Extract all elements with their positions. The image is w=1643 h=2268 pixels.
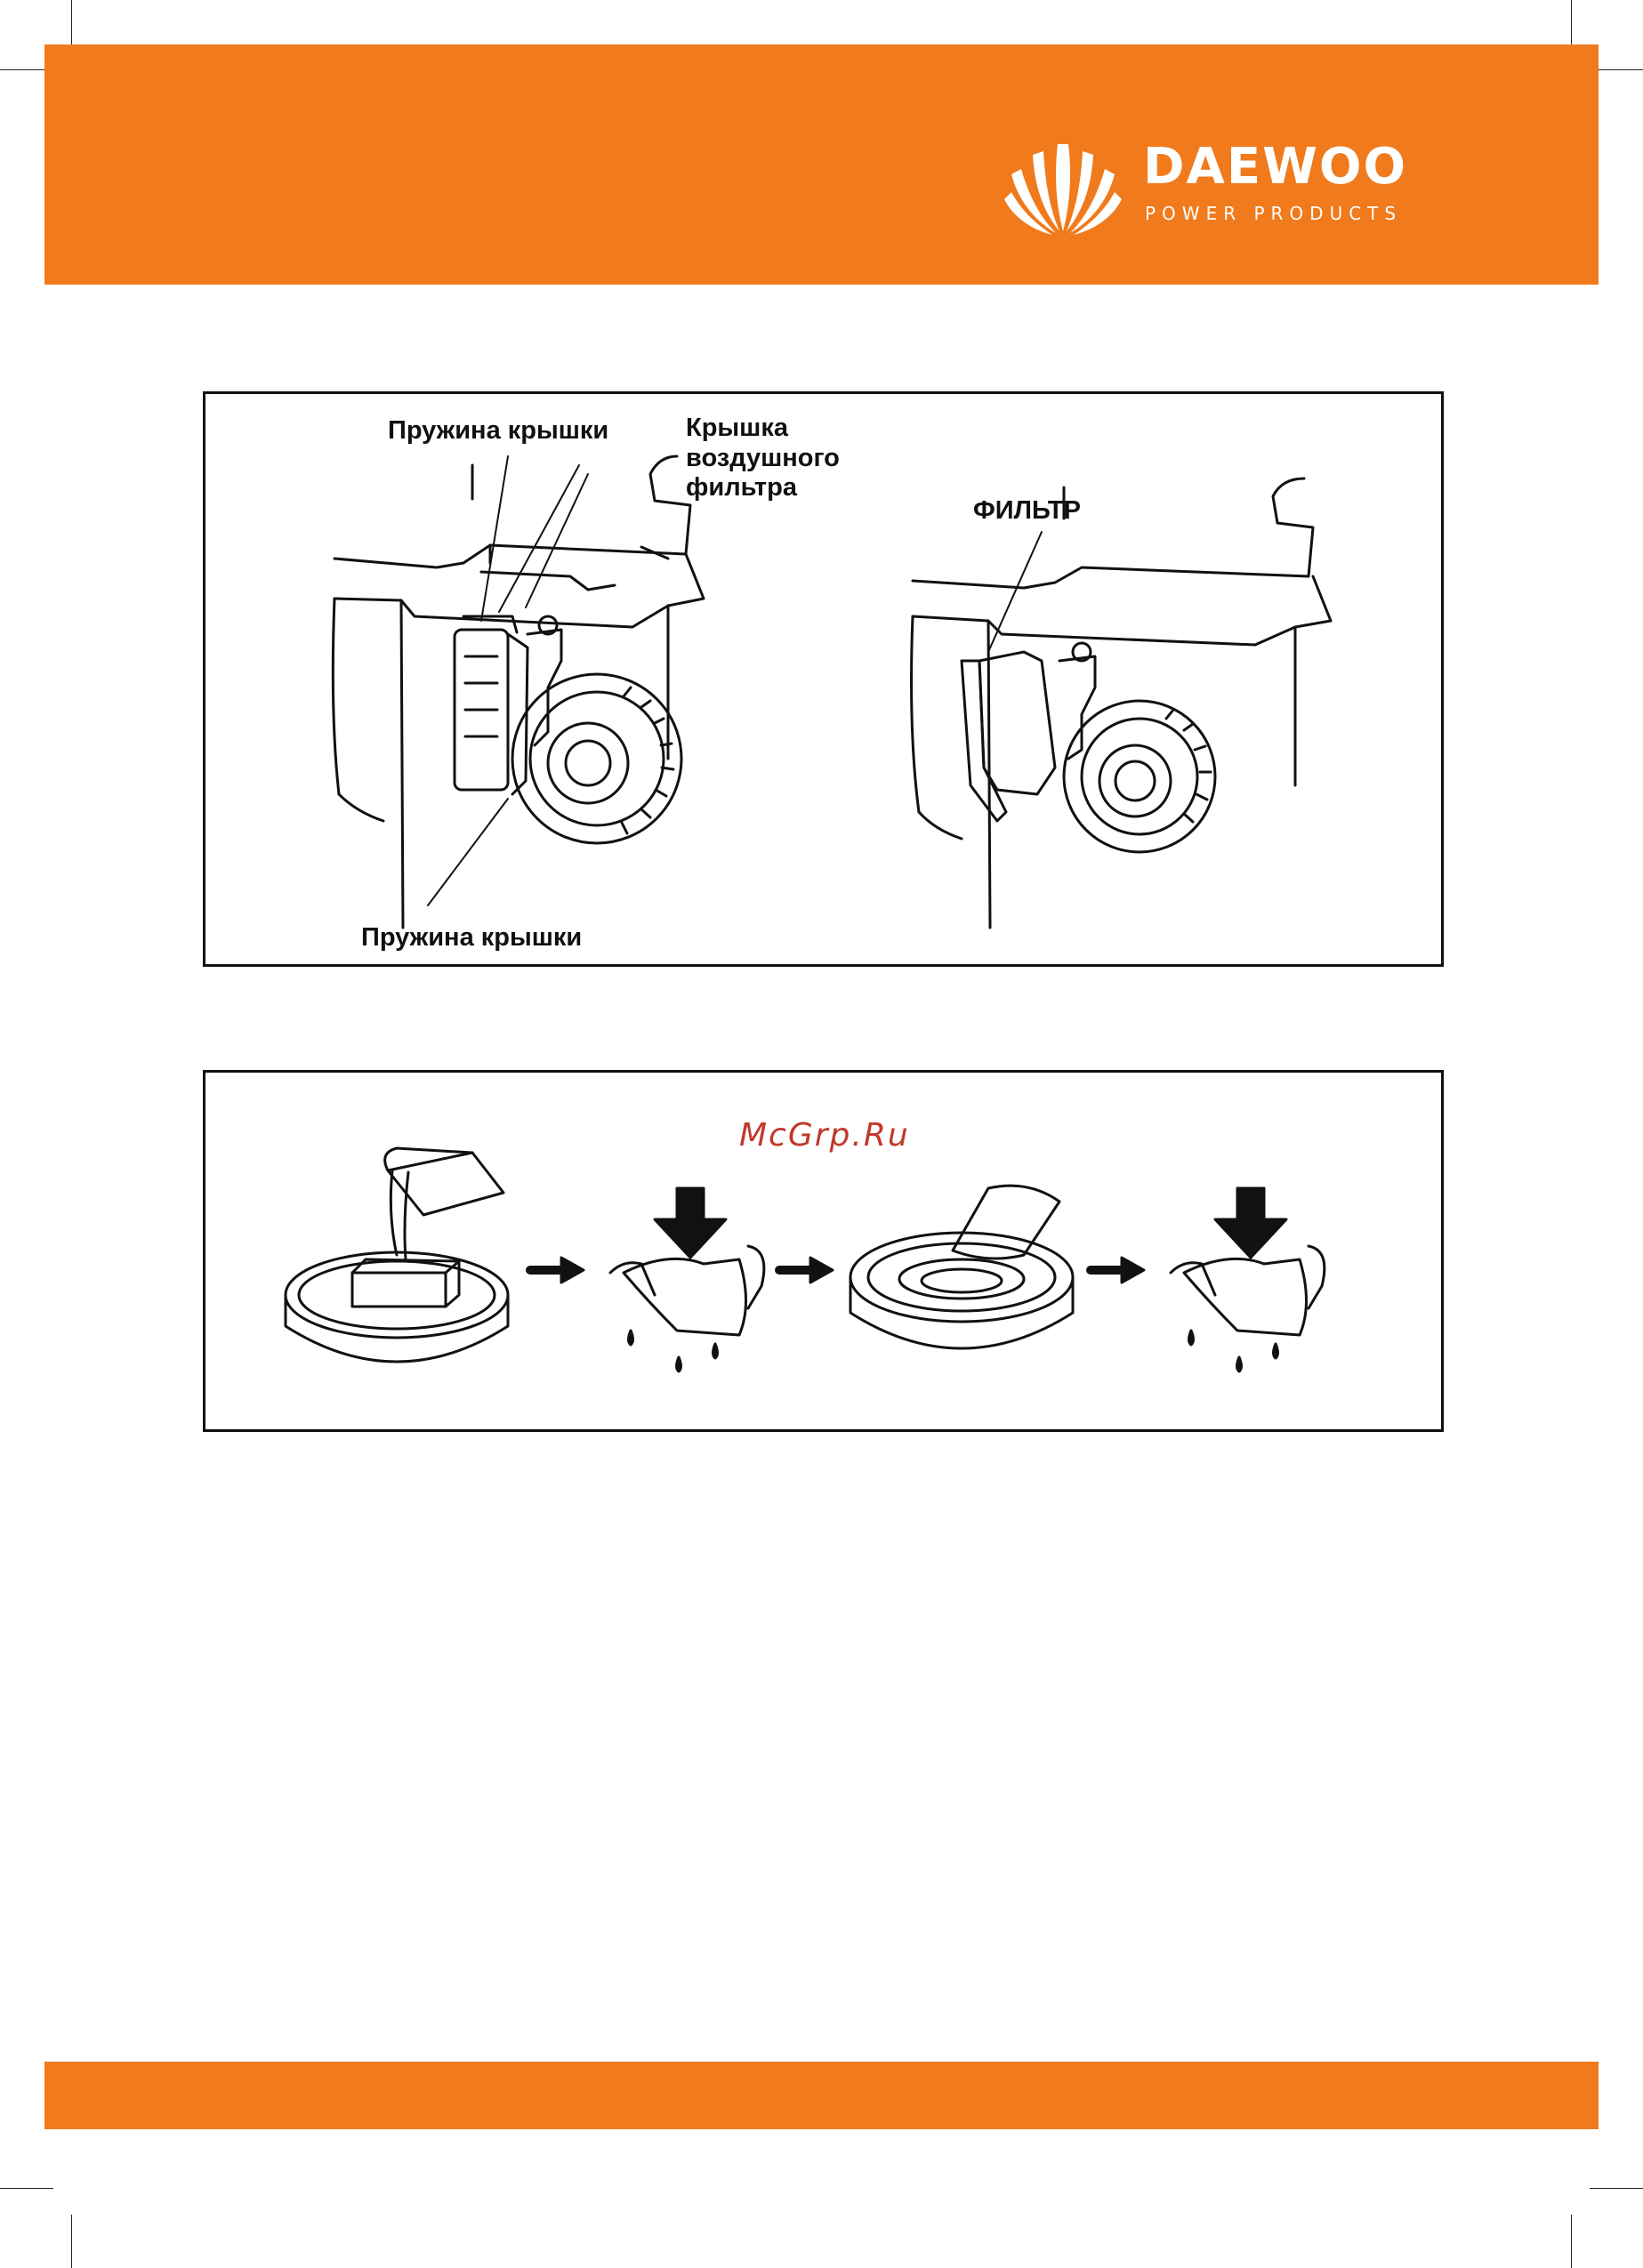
footer-band xyxy=(44,2062,1599,2129)
fan-logo-icon xyxy=(1001,133,1125,240)
brand-name: DAEWOO xyxy=(1143,142,1407,192)
brand-tagline: POWER PRODUCTS xyxy=(1145,205,1402,222)
filter-cleaning-steps-illustration xyxy=(205,1073,1441,1429)
crop-mark xyxy=(1590,2188,1643,2189)
brand-logo: DAEWOO POWER PRODUCTS xyxy=(1001,133,1446,240)
label-spring-bottom: Пружина крышки xyxy=(361,923,582,953)
crop-mark xyxy=(0,2188,53,2189)
label-air-filter-cover: Крышка воздушного фильтра xyxy=(686,414,840,503)
label-filter: ФИЛЬТР xyxy=(973,496,1081,527)
label-spring-top: Пружина крышки xyxy=(388,416,608,446)
crop-mark xyxy=(1571,2215,1572,2268)
filter-cleaning-figure: McGrp.Ru xyxy=(203,1070,1444,1432)
crop-mark xyxy=(71,2215,72,2268)
air-filter-figure: Пружина крышки Крышка воздушного фильтра… xyxy=(203,391,1444,967)
